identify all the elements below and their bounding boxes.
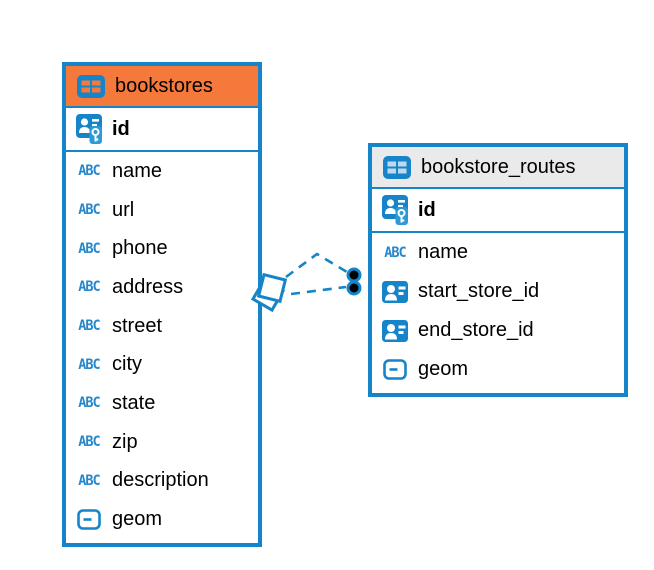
text-type-icon: ABC	[78, 395, 100, 412]
primary-key-icon	[378, 195, 412, 225]
columns-section: ABC name start_store_id	[372, 233, 624, 389]
text-type-icon: ABC	[78, 356, 100, 374]
table-bookstores[interactable]: bookstores id ABC	[62, 62, 262, 547]
column-name: name	[418, 241, 469, 263]
column-row[interactable]: ABC name	[372, 233, 624, 272]
primary-key-icon	[72, 114, 106, 144]
text-type-icon: ABC	[78, 201, 100, 219]
text-type-icon: ABC	[78, 433, 100, 451]
pk-column-name: id	[418, 198, 436, 221]
columns-section: ABC name ABC url ABC phone ABC address A…	[66, 152, 258, 539]
column-name: start_store_id	[418, 280, 540, 302]
text-type-icon: ABC	[78, 472, 100, 490]
column-row[interactable]: start_store_id	[372, 272, 624, 311]
column-name: state	[112, 391, 156, 414]
table-title: bookstores	[115, 74, 213, 97]
column-name: geom	[418, 358, 469, 380]
table-bookstore-routes[interactable]: bookstore_routes id ABC	[368, 143, 628, 397]
column-name: city	[112, 353, 142, 376]
column-name: name	[112, 159, 163, 182]
geometry-type-icon	[378, 359, 412, 380]
text-type-icon: ABC	[384, 244, 406, 261]
column-row[interactable]: end_store_id	[372, 311, 624, 350]
geometry-type-icon	[72, 509, 106, 530]
column-row[interactable]: geom	[372, 350, 624, 389]
table-icon	[380, 155, 414, 179]
column-row[interactable]: ABC url	[66, 191, 258, 230]
column-row[interactable]: ABC state	[66, 384, 258, 423]
text-type-icon: ABC	[78, 279, 100, 296]
column-row[interactable]: ABC name	[66, 152, 258, 191]
table-title: bookstore_routes	[421, 155, 576, 178]
relationship-line-lower[interactable]	[290, 285, 347, 296]
column-name: description	[112, 469, 209, 492]
column-row[interactable]: geom	[66, 500, 258, 539]
text-type-icon: ABC	[78, 317, 100, 335]
text-type-icon: ABC	[78, 162, 100, 180]
pk-row-bookstores-id[interactable]: id	[66, 108, 258, 152]
reference-column-icon	[378, 280, 412, 303]
routes-dot-markers	[346, 267, 362, 296]
reference-column-icon	[378, 319, 412, 342]
table-icon	[74, 74, 108, 98]
column-name: geom	[112, 508, 163, 531]
pk-column-name: id	[112, 117, 130, 140]
table-bookstore-routes-header[interactable]: bookstore_routes	[372, 147, 624, 189]
text-type-icon: ABC	[78, 240, 100, 258]
pk-row-bookstore-routes-id[interactable]: id	[372, 189, 624, 233]
column-row[interactable]: ABC address	[66, 268, 258, 307]
column-name: zip	[112, 430, 138, 453]
column-row[interactable]: ABC street	[66, 307, 258, 346]
column-name: street	[112, 314, 163, 337]
table-bookstores-header[interactable]: bookstores	[66, 66, 258, 108]
relationship-line-upper[interactable]	[285, 252, 348, 279]
column-name: end_store_id	[418, 319, 534, 341]
column-name: url	[112, 198, 135, 221]
column-row[interactable]: ABC phone	[66, 229, 258, 268]
column-name: phone	[112, 237, 168, 260]
column-row[interactable]: ABC city	[66, 345, 258, 384]
column-row[interactable]: ABC zip	[66, 423, 258, 462]
column-name: address	[112, 275, 184, 298]
column-row[interactable]: ABC description	[66, 462, 258, 501]
